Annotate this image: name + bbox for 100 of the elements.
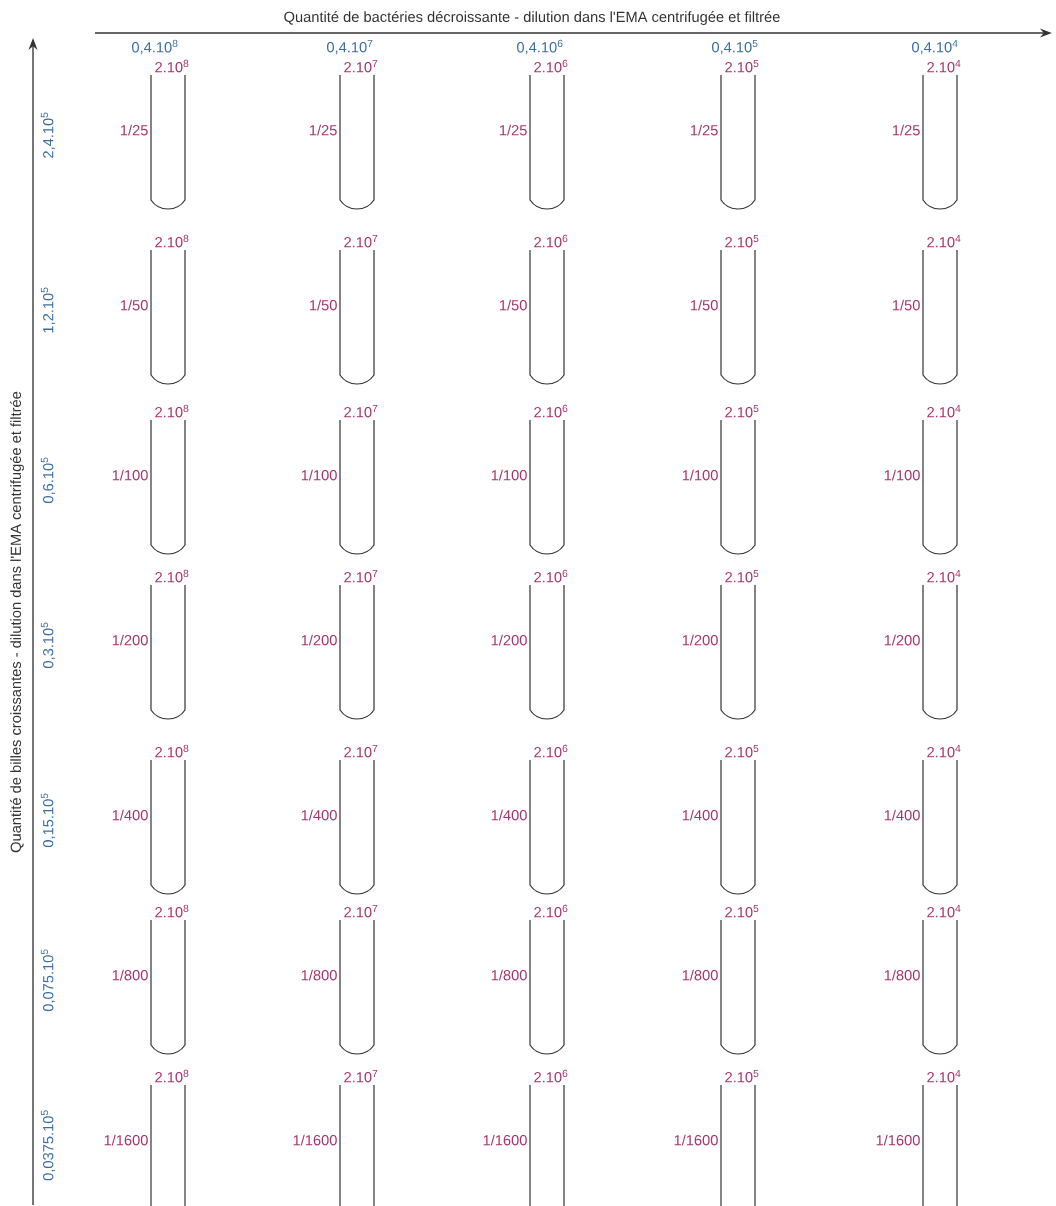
dilution-label: 1/25 [690,124,718,136]
column-header: 0,4.10$^{5}$ [712,39,758,55]
concentration-label: 2.10$^{5}$ [725,904,759,918]
dilution-label: 1/25 [499,124,527,136]
test-tube [150,759,186,895]
concentration-label: 2.10$^{5}$ [725,744,759,758]
test-tube [150,1084,186,1206]
test-tube [150,74,186,210]
test-tube [150,919,186,1055]
test-tube [339,1084,375,1206]
test-tube [339,249,375,385]
test-tube [720,919,756,1055]
test-tube [529,74,565,210]
test-tube [150,584,186,720]
concentration-label: 2.10$^{6}$ [534,904,568,918]
test-tube [720,249,756,385]
test-tube [922,919,958,1055]
dilution-label: 1/100 [112,469,148,481]
test-tube [339,919,375,1055]
row-header: 0,075.10$^{5}$ [40,949,56,1012]
test-tube [529,1084,565,1206]
concentration-label: 2.10$^{6}$ [534,569,568,583]
concentration-label: 2.10$^{7}$ [344,569,378,583]
row-header: 0,0375.10$^{5}$ [40,1110,56,1181]
test-tube [529,419,565,555]
concentration-label: 2.10$^{8}$ [155,744,189,758]
row-header: 2,4.10$^{5}$ [40,112,56,158]
concentration-label: 2.10$^{6}$ [534,234,568,248]
test-tube [922,759,958,895]
concentration-label: 2.10$^{7}$ [344,234,378,248]
test-tube [922,1084,958,1206]
dilution-label: 1/400 [112,809,148,821]
dilution-label: 1/50 [892,299,920,311]
dilution-label: 1/25 [309,124,337,136]
concentration-label: 2.10$^{8}$ [155,904,189,918]
concentration-label: 2.10$^{4}$ [927,1069,961,1083]
concentration-label: 2.10$^{4}$ [927,744,961,758]
concentration-label: 2.10$^{6}$ [534,59,568,73]
dilution-label: 1/50 [120,299,148,311]
dilution-label: 1/400 [682,809,718,821]
test-tube [720,759,756,895]
dilution-label: 1/800 [682,969,718,981]
test-tube [720,1084,756,1206]
dilution-label: 1/100 [682,469,718,481]
concentration-label: 2.10$^{4}$ [927,234,961,248]
test-tube [529,759,565,895]
dilution-label: 1/400 [491,809,527,821]
concentration-label: 2.10$^{7}$ [344,404,378,418]
dilution-label: 1/1600 [483,1134,527,1146]
concentration-label: 2.10$^{6}$ [534,744,568,758]
test-tube [922,249,958,385]
column-header: 0,4.10$^{8}$ [132,39,178,55]
row-header: 0,6.10$^{5}$ [40,457,56,503]
concentration-label: 2.10$^{6}$ [534,404,568,418]
concentration-label: 2.10$^{7}$ [344,744,378,758]
dilution-label: 1/200 [301,634,337,646]
concentration-label: 2.10$^{8}$ [155,569,189,583]
concentration-label: 2.10$^{4}$ [927,569,961,583]
dilution-label: 1/800 [884,969,920,981]
concentration-label: 2.10$^{8}$ [155,59,189,73]
test-tube [339,584,375,720]
concentration-label: 2.10$^{5}$ [725,59,759,73]
row-header: 0,3.10$^{5}$ [40,622,56,668]
dilution-label: 1/25 [892,124,920,136]
concentration-label: 2.10$^{5}$ [725,234,759,248]
concentration-label: 2.10$^{7}$ [344,59,378,73]
test-tube [339,759,375,895]
concentration-label: 2.10$^{7}$ [344,904,378,918]
dilution-label: 1/800 [301,969,337,981]
dilution-label: 1/200 [682,634,718,646]
dilution-label: 1/1600 [674,1134,718,1146]
dilution-label: 1/200 [112,634,148,646]
test-tube [922,74,958,210]
test-tube [150,419,186,555]
concentration-label: 2.10$^{8}$ [155,234,189,248]
dilution-label: 1/400 [884,809,920,821]
dilution-label: 1/100 [884,469,920,481]
dilution-label: 1/50 [690,299,718,311]
concentration-label: 2.10$^{8}$ [155,1069,189,1083]
dilution-label: 1/1600 [293,1134,337,1146]
axis-title: Quantité de billes croissantes - dilution dans l'EMA centrifugée et filtrée [10,391,24,853]
dilution-label: 1/50 [499,299,527,311]
dilution-label: 1/400 [301,809,337,821]
concentration-label: 2.10$^{8}$ [155,404,189,418]
concentration-label: 2.10$^{4}$ [927,59,961,73]
column-header: 0,4.10$^{4}$ [912,39,958,55]
test-tube [339,74,375,210]
dilution-label: 1/100 [491,469,527,481]
dilution-label: 1/200 [884,634,920,646]
test-tube [339,419,375,555]
test-tube [529,584,565,720]
test-tube [720,584,756,720]
dilution-label: 1/1600 [876,1134,920,1146]
concentration-label: 2.10$^{5}$ [725,569,759,583]
axis-title: Quantité de bactéries décroissante - dilution dans l'EMA centrifugée et filtrée [284,11,780,25]
test-tube [922,584,958,720]
column-header: 0,4.10$^{7}$ [327,39,373,55]
test-tube [922,419,958,555]
dilution-label: 1/1600 [104,1134,148,1146]
dilution-label: 1/800 [112,969,148,981]
